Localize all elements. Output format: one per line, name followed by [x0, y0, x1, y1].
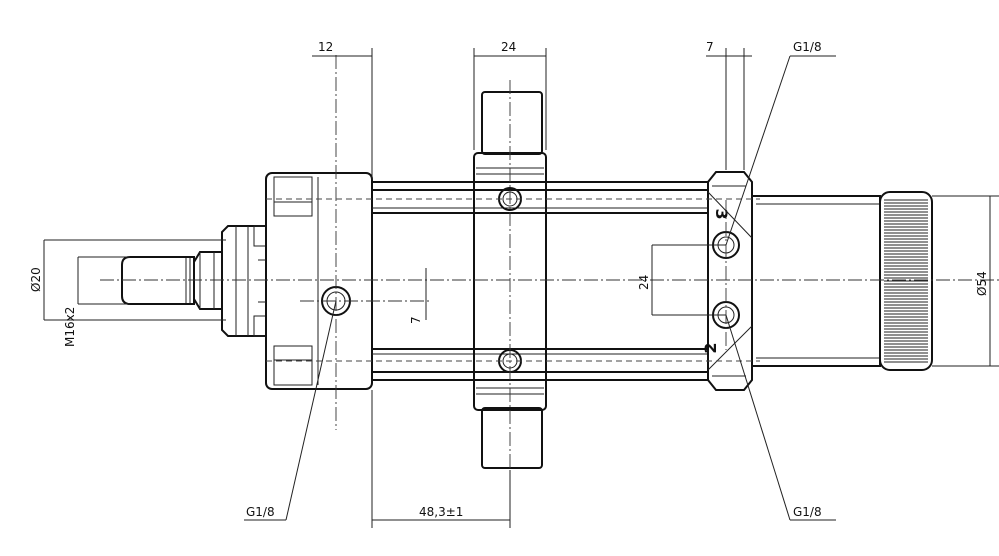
dim-12: 12	[318, 40, 333, 54]
rear-head: 3 2	[701, 171, 753, 391]
dim-dia-20: Ø20	[29, 267, 43, 292]
dim-24-top: 24	[501, 40, 516, 54]
front-head	[258, 172, 373, 390]
knurled-knob	[879, 191, 933, 371]
dim-m16x2: M16x2	[63, 307, 77, 347]
center-lines	[100, 55, 999, 480]
dim-dia-54: Ø54	[975, 271, 989, 296]
dim-48-3: 48,3±1	[419, 505, 463, 519]
piston-rod	[121, 251, 223, 310]
label-g18-left: G1/8	[246, 505, 275, 519]
dimension-texts: 12 24 7 G1/8 Ø20 M16x2 7 24 Ø54 G1/8 48,…	[29, 40, 989, 519]
rod-end-block	[221, 225, 267, 337]
label-g18-bottom: G1/8	[793, 505, 822, 519]
dimension-lines	[43, 48, 999, 528]
cap-body	[752, 195, 881, 367]
dim-7-offset: 7	[409, 316, 423, 324]
dim-24-ports: 24	[637, 275, 651, 290]
dim-7-top: 7	[706, 40, 714, 54]
port-number-3: 3	[712, 208, 731, 219]
label-g18-top: G1/8	[793, 40, 822, 54]
port-number-2: 2	[701, 342, 720, 353]
barrel	[372, 181, 708, 381]
